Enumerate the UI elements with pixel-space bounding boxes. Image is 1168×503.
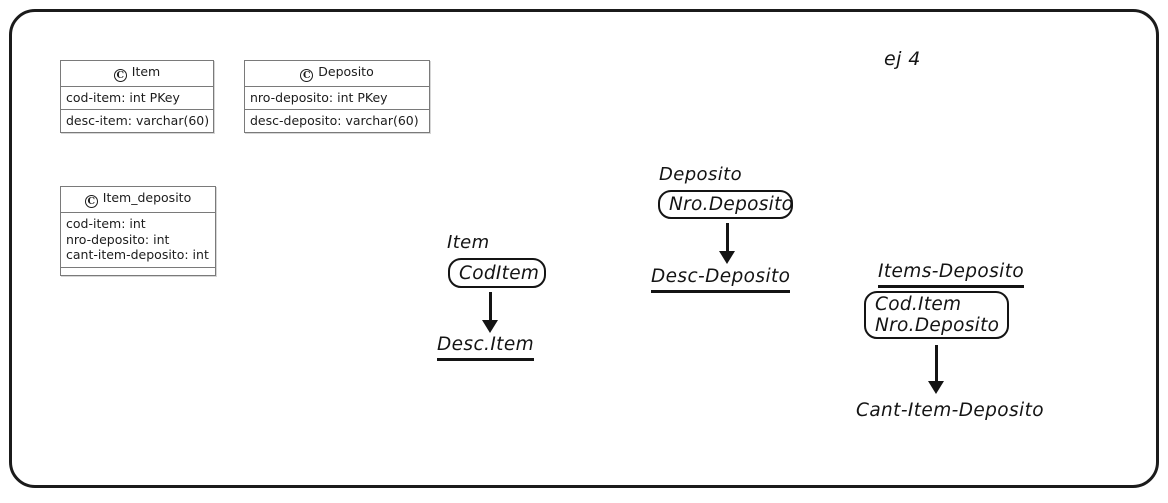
fd-item-dependent: Desc.Item	[437, 334, 535, 361]
fd-items-deposito-heading: Items-Deposito	[878, 261, 1025, 288]
class-circle-icon: C	[84, 195, 98, 208]
uml-attribute: nro-deposito: int PKey	[250, 90, 388, 105]
uml-attribute: cant-item-deposito: int	[66, 247, 209, 262]
uml-class-item-deposito-header: C Item_deposito	[61, 187, 215, 213]
uml-class-item[interactable]: C Item cod-item: int PKey desc-item: varc…	[60, 60, 214, 133]
down-arrow-icon	[479, 292, 501, 334]
fd-deposito-dependent: Desc-Deposito	[651, 266, 791, 293]
uml-class-item-attributes-2: desc-item: varchar(60)	[61, 110, 213, 132]
uml-attribute: nro-deposito: int	[66, 231, 170, 247]
outer-frame-border	[9, 9, 1159, 488]
fd-items-deposito-key-box[interactable]: Cod.Item Nro.Deposito	[864, 291, 1009, 339]
fd-item-heading: Item	[447, 232, 490, 253]
fd-items-deposito-key-attribute-2: Nro.Deposito	[875, 315, 1000, 336]
uml-class-item-attributes: cod-item: int PKey	[61, 87, 213, 110]
uml-class-item-deposito-attributes: cod-item: int nro-deposito: int cant-ite…	[61, 213, 215, 268]
uml-class-deposito[interactable]: C Deposito nro-deposito: int PKey desc-de…	[244, 60, 430, 133]
uml-class-item-deposito-title: Item_deposito	[102, 190, 192, 205]
uml-attribute: cod-item: int PKey	[66, 90, 180, 105]
uml-class-item-header: C Item	[61, 61, 213, 87]
down-arrow-icon	[925, 345, 947, 397]
uml-class-deposito-attributes: nro-deposito: int PKey	[245, 87, 429, 110]
uml-attribute: desc-deposito: varchar(60)	[250, 113, 419, 128]
class-circle-icon: C	[113, 69, 127, 82]
fd-deposito-key-box[interactable]: Nro.Deposito	[658, 190, 793, 219]
uml-class-deposito-attributes-2: desc-deposito: varchar(60)	[245, 110, 429, 132]
exercise-note: ej 4	[884, 48, 921, 70]
fd-items-deposito-dependent: Cant-Item-Deposito	[856, 400, 1044, 421]
fd-deposito-key-attribute: Nro.Deposito	[669, 194, 794, 215]
class-circle-icon: C	[300, 69, 314, 82]
uml-attribute: cod-item: int	[66, 216, 146, 231]
uml-class-item-deposito-operations	[61, 268, 215, 275]
uml-attribute: desc-item: varchar(60)	[66, 113, 210, 128]
uml-class-item-deposito[interactable]: C Item_deposito cod-item: int nro-deposit…	[60, 186, 216, 276]
fd-item-key-attribute: CodItem	[459, 262, 540, 284]
uml-class-item-title: Item	[131, 64, 161, 79]
down-arrow-icon	[716, 223, 738, 265]
fd-item-key-box[interactable]: CodItem	[448, 258, 546, 288]
uml-class-deposito-header: C Deposito	[245, 61, 429, 87]
fd-deposito-heading: Deposito	[659, 164, 743, 185]
uml-class-deposito-title: Deposito	[318, 64, 374, 79]
fd-items-deposito-key-attribute-1: Cod.Item	[875, 294, 962, 315]
